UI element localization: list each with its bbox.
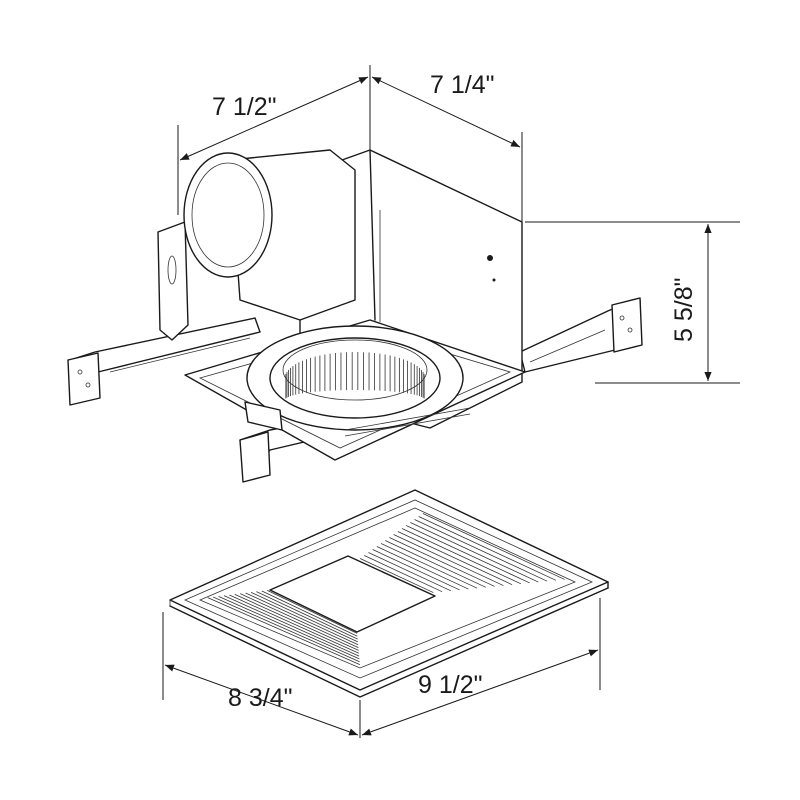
grille-louver (223, 595, 360, 657)
grille-louver (385, 540, 487, 588)
grille-louver (380, 543, 478, 589)
blower-wheel (246, 325, 464, 431)
dim-housing-width: 7 1/2" (177, 65, 371, 215)
grille-louver (218, 595, 360, 660)
grille-louver (414, 519, 548, 582)
grille-louver (418, 516, 557, 581)
grille-louver (240, 593, 359, 648)
grille-louver (405, 525, 530, 584)
grille-louver (368, 552, 452, 592)
side-bracket (157, 221, 189, 341)
dim-label-grille-width: 8 3/4" (228, 684, 292, 712)
grille-louver (422, 513, 565, 580)
dim-housing-height: 5 5/8" (525, 221, 740, 384)
dim-label-housing-height: 5 5/8" (670, 278, 698, 342)
grille-louver (389, 537, 495, 587)
grille-louver (393, 534, 504, 586)
grille-louver (245, 592, 359, 646)
grille-louver (372, 549, 460, 591)
fan-housing (67, 149, 643, 483)
grille-louver (207, 597, 361, 665)
grille-louver (256, 591, 358, 640)
grille-louver (212, 596, 360, 663)
dim-housing-depth: 7 1/4" (371, 71, 523, 222)
grille (169, 489, 609, 698)
dim-grille-width: 8 3/4" (162, 612, 361, 738)
grille-louver (410, 522, 539, 583)
grille-louver (359, 558, 434, 593)
grille-louver (397, 531, 513, 586)
grille-louver (267, 589, 358, 634)
grille-louver (401, 528, 522, 585)
light-lens (269, 555, 436, 633)
grille-louver (376, 546, 469, 590)
dim-grille-depth: 9 1/2" (361, 598, 601, 736)
dim-label-housing-depth: 7 1/4" (430, 71, 494, 99)
grille-louver (229, 594, 360, 654)
dim-label-grille-depth: 9 1/2" (418, 671, 482, 699)
grille-louver (250, 591, 359, 643)
grille-louver (234, 593, 359, 651)
grille-louver (364, 555, 443, 593)
mounting-bar-right (519, 297, 643, 373)
grille-louver (261, 590, 358, 637)
dim-label-housing-width: 7 1/2" (212, 93, 276, 121)
